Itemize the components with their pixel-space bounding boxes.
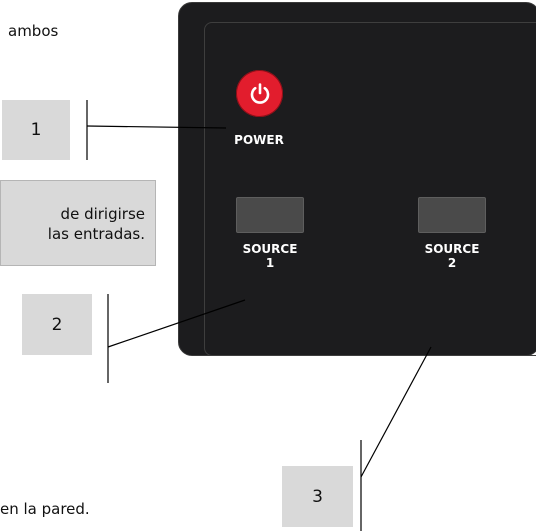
text-fragment-top: ambos: [8, 22, 59, 40]
source-2-label-text: SOURCE: [424, 242, 480, 256]
source-1-number: 1: [265, 256, 275, 270]
callout-3: 3: [282, 466, 353, 527]
note-line-2: las entradas.: [47, 225, 145, 243]
source-2-number: 2: [447, 256, 457, 270]
callout-1-leader: [86, 125, 227, 129]
power-icon: [250, 82, 269, 104]
source-2-label: SOURCE 2: [412, 242, 492, 270]
callout-2: 2: [22, 294, 92, 355]
text-fragment-bottom: en la pared.: [0, 500, 90, 518]
source-1-label: SOURCE 1: [230, 242, 310, 270]
callout-2-leader: [107, 299, 246, 348]
source-1-button[interactable]: [236, 197, 304, 233]
source-1-label-text: SOURCE: [242, 242, 298, 256]
callout-1: 1: [2, 100, 70, 160]
note-line-1: de dirigirse: [60, 205, 145, 223]
power-label: POWER: [234, 133, 284, 147]
power-button[interactable]: [236, 70, 283, 117]
note-box: de dirigirse las entradas.: [0, 180, 156, 266]
callout-3-leader: [360, 346, 432, 478]
device-panel: [178, 2, 536, 356]
source-2-button[interactable]: [418, 197, 486, 233]
panel-inner-border: [204, 22, 536, 356]
